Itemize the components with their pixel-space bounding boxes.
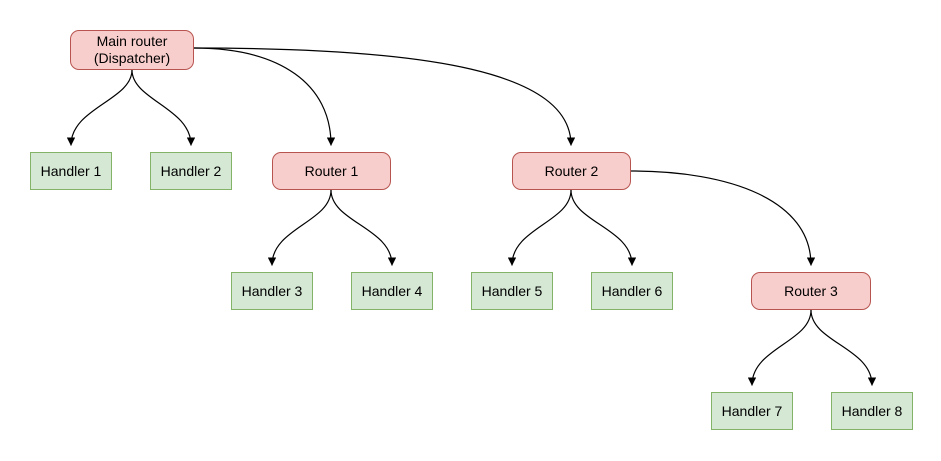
node-label-handler-6: Handler 6 bbox=[601, 282, 663, 299]
node-router-1[interactable]: Router 1 bbox=[272, 152, 391, 190]
node-handler-7[interactable]: Handler 7 bbox=[711, 392, 793, 430]
edge-router-3-to-handler-7 bbox=[747, 309, 812, 386]
node-handler-6[interactable]: Handler 6 bbox=[591, 272, 673, 310]
node-label-handler-7: Handler 7 bbox=[721, 402, 783, 419]
node-label-router-1: Router 1 bbox=[304, 162, 359, 179]
node-router-2[interactable]: Router 2 bbox=[512, 152, 631, 190]
node-handler-1[interactable]: Handler 1 bbox=[30, 152, 112, 190]
node-handler-8[interactable]: Handler 8 bbox=[831, 392, 913, 430]
node-handler-4[interactable]: Handler 4 bbox=[351, 272, 433, 310]
edge-main-to-router-1 bbox=[193, 47, 336, 146]
node-label-handler-5: Handler 5 bbox=[481, 282, 543, 299]
node-label-handler-4: Handler 4 bbox=[361, 282, 423, 299]
node-label-main-router: Main router (Dispatcher) bbox=[93, 33, 171, 66]
node-handler-2[interactable]: Handler 2 bbox=[150, 152, 232, 190]
node-label-handler-2: Handler 2 bbox=[160, 162, 222, 179]
edge-router-2-to-handler-6 bbox=[570, 189, 637, 266]
node-handler-5[interactable]: Handler 5 bbox=[471, 272, 553, 310]
edge-main-to-handler-2 bbox=[131, 69, 196, 146]
edge-router-2-to-router-3 bbox=[630, 170, 816, 266]
edge-router-3-to-handler-8 bbox=[810, 309, 877, 386]
edge-router-2-to-handler-5 bbox=[507, 189, 572, 266]
edge-main-to-handler-1 bbox=[66, 69, 133, 146]
edge-main-to-router-2 bbox=[193, 47, 576, 146]
node-label-handler-8: Handler 8 bbox=[841, 402, 903, 419]
edge-router-1-to-handler-3 bbox=[267, 189, 332, 266]
node-label-handler-1: Handler 1 bbox=[40, 162, 102, 179]
edge-router-1-to-handler-4 bbox=[330, 189, 397, 266]
node-router-3[interactable]: Router 3 bbox=[751, 272, 871, 310]
node-label-router-3: Router 3 bbox=[784, 282, 838, 299]
node-label-handler-3: Handler 3 bbox=[241, 282, 303, 299]
node-label-router-2: Router 2 bbox=[544, 162, 599, 179]
node-main-router[interactable]: Main router (Dispatcher) bbox=[70, 30, 194, 70]
edges-group bbox=[66, 47, 877, 386]
node-handler-3[interactable]: Handler 3 bbox=[231, 272, 313, 310]
